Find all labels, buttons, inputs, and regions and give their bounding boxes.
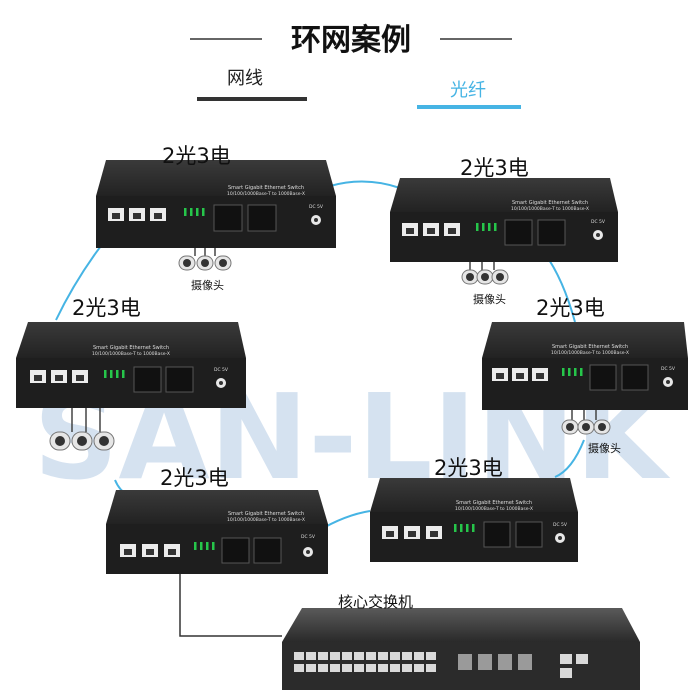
svg-text:10/100/1000Base-T to 1000Base-: 10/100/1000Base-T to 1000Base-X [227,517,305,523]
camera-icon [196,255,214,271]
media-converter-bottom-right: Smart Gigabit Ethernet Switch 10/100/100… [370,478,578,562]
camera-icon [561,419,579,435]
legend-copper-swatch [197,97,307,101]
camera-icon [71,431,93,451]
camera-group-1 [178,255,232,271]
svg-text:Smart Gigabit Ethernet Switch: Smart Gigabit Ethernet Switch [228,185,304,191]
camera-icon [461,269,479,285]
camera-icon [214,255,232,271]
core-switch [282,608,640,690]
media-converter-middle-left: Smart Gigabit Ethernet Switch 10/100/100… [16,322,246,408]
svg-text:10/100/1000Base-T to 1000Base-: 10/100/1000Base-T to 1000Base-X [455,506,533,512]
legend-fiber-swatch [417,105,521,109]
camera-group-2 [461,269,509,285]
camera-icon [476,269,494,285]
device-label-bottom-left: 2光3电 [160,466,229,490]
camera-group-4 [561,419,611,435]
svg-text:10/100/1000Base-T to 1000Base-: 10/100/1000Base-T to 1000Base-X [511,206,589,212]
camera-group-3 [49,431,115,451]
camera-icon [593,419,611,435]
camera-icon [93,431,115,451]
device-label-top-left: 2光3电 [162,144,231,168]
svg-text:Smart Gigabit Ethernet Switch: Smart Gigabit Ethernet Switch [228,511,304,517]
svg-text:DC 5V: DC 5V [591,219,606,225]
media-converter-top-right: Smart Gigabit Ethernet Switch 10/100/100… [390,178,618,262]
camera-icon [577,419,595,435]
camera-label-2: 摄像头 [473,293,506,306]
svg-text:DC 5V: DC 5V [309,204,324,210]
svg-text:Smart Gigabit Ethernet Switch: Smart Gigabit Ethernet Switch [552,344,628,350]
device-label-middle-right: 2光3电 [536,296,605,320]
svg-text:10/100/1000Base-T to 1000Base-: 10/100/1000Base-T to 1000Base-X [551,350,629,356]
camera-icon [178,255,196,271]
svg-text:DC 5V: DC 5V [214,367,229,373]
camera-icon [49,431,71,451]
camera-icon [491,269,509,285]
svg-text:10/100/1000Base-T to 1000Base-: 10/100/1000Base-T to 1000Base-X [227,191,305,197]
media-converter-bottom-left: Smart Gigabit Ethernet Switch 10/100/100… [106,490,328,574]
legend-fiber-label: 光纤 [450,80,486,101]
camera-label-1: 摄像头 [191,279,224,292]
svg-text:DC 5V: DC 5V [661,366,676,372]
svg-text:DC 5V: DC 5V [301,534,316,540]
core-switch-label: 核心交换机 [338,593,414,611]
media-converter-top-left: Smart Gigabit Ethernet Switch 10/100/100… [96,160,336,248]
svg-text:Smart Gigabit Ethernet Switch: Smart Gigabit Ethernet Switch [93,345,169,351]
camera-label-4: 摄像头 [588,442,621,455]
media-converter-middle-right: Smart Gigabit Ethernet Switch 10/100/100… [482,322,688,410]
svg-text:Smart Gigabit Ethernet Switch: Smart Gigabit Ethernet Switch [456,500,532,506]
diagram-title: 环网案例 [291,23,411,58]
device-label-top-right: 2光3电 [460,156,529,180]
legend-copper-label: 网线 [227,68,263,89]
device-label-bottom-right: 2光3电 [434,456,503,480]
svg-text:DC 5V: DC 5V [553,522,568,528]
svg-text:Smart Gigabit Ethernet Switch: Smart Gigabit Ethernet Switch [512,200,588,206]
svg-text:10/100/1000Base-T to 1000Base-: 10/100/1000Base-T to 1000Base-X [92,351,170,357]
device-label-middle-left: 2光3电 [72,296,141,320]
